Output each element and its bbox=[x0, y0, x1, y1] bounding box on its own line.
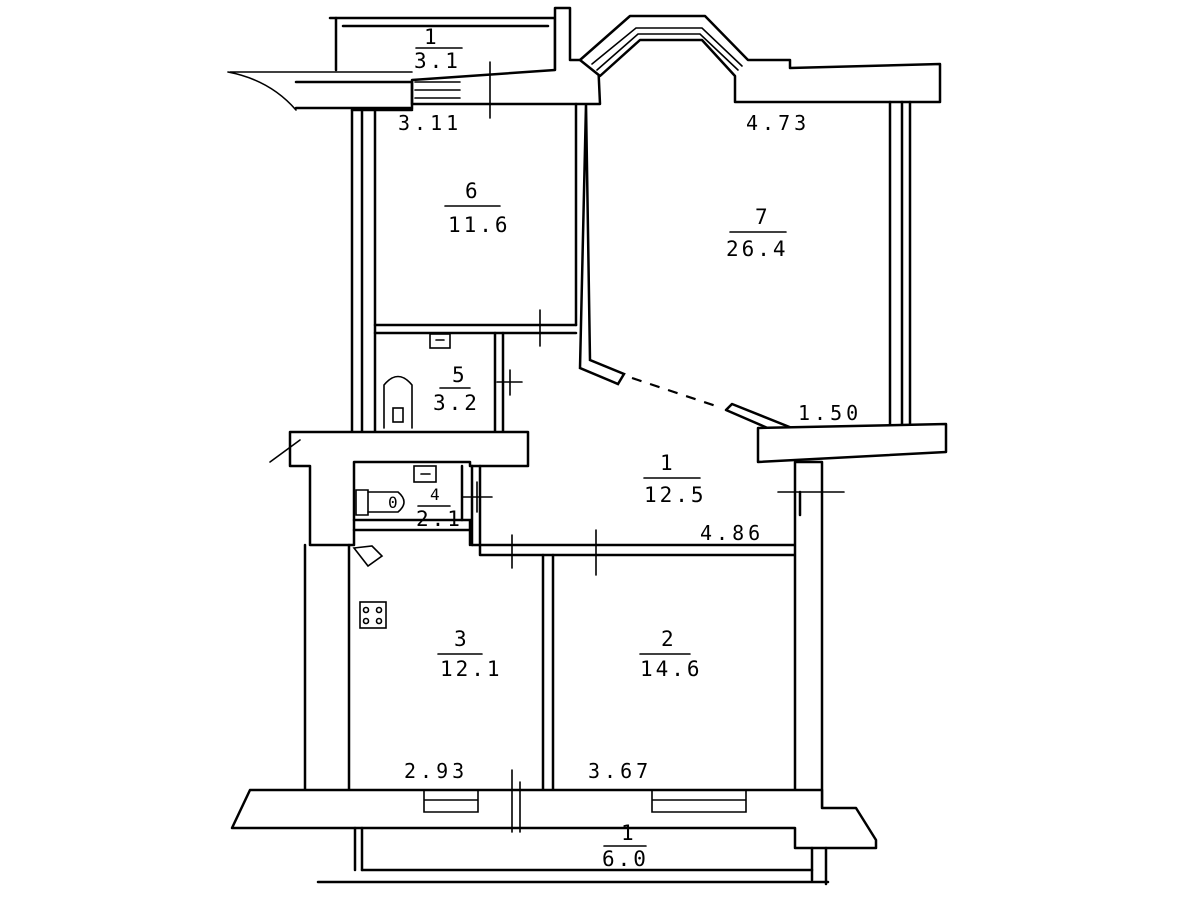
wall-6-5 bbox=[373, 323, 578, 335]
left-wall-upper bbox=[350, 108, 414, 434]
svg-text:0: 0 bbox=[388, 493, 399, 512]
dimension-3-67: 3.67 bbox=[588, 759, 652, 783]
wall-room-4 bbox=[352, 518, 472, 547]
label-balcony-bottom: 1 6.0 bbox=[602, 821, 649, 871]
svg-text:5: 5 bbox=[452, 363, 468, 387]
wall-3-2 bbox=[541, 553, 555, 792]
dimension-2-93: 2.93 bbox=[404, 759, 468, 783]
svg-text:12.1: 12.1 bbox=[440, 657, 503, 681]
dimension-1-50: 1.50 bbox=[798, 401, 862, 425]
top-balcony bbox=[227, 6, 602, 119]
svg-text:2: 2 bbox=[661, 627, 677, 651]
dimension-3-11: 3.11 bbox=[398, 111, 462, 135]
kitchen-sink-icon bbox=[352, 545, 384, 568]
wall-block-right bbox=[756, 422, 948, 464]
svg-text:1: 1 bbox=[660, 451, 676, 475]
svg-text:1: 1 bbox=[621, 821, 637, 845]
bathtub-icon bbox=[383, 375, 413, 429]
bay-window bbox=[578, 14, 942, 104]
svg-text:6.0: 6.0 bbox=[602, 847, 649, 871]
wall-room-1-bottom bbox=[470, 464, 797, 557]
dimension-4-73: 4.73 bbox=[746, 111, 810, 135]
label-room-7: 7 26.4 bbox=[726, 205, 789, 261]
label-room-5: 5 3.2 bbox=[433, 363, 480, 415]
label-balcony-top: 1 3.1 bbox=[414, 25, 463, 73]
svg-text:14.6: 14.6 bbox=[640, 657, 703, 681]
svg-text:3.1: 3.1 bbox=[414, 49, 461, 73]
svg-text:3: 3 bbox=[454, 627, 470, 651]
label-room-2: 2 14.6 bbox=[639, 627, 703, 681]
wall-6-7 bbox=[574, 102, 626, 386]
wall-bottom bbox=[230, 788, 878, 850]
svg-text:26.4: 26.4 bbox=[726, 237, 789, 261]
opening-dashed bbox=[631, 376, 723, 410]
svg-text:2.1: 2.1 bbox=[416, 507, 463, 531]
left-wall-lower bbox=[303, 543, 351, 792]
label-room-4: 4 2.1 bbox=[416, 485, 463, 531]
label-room-6: 6 11.6 bbox=[444, 179, 511, 237]
wall-block-left bbox=[288, 430, 530, 547]
svg-text:3.2: 3.2 bbox=[433, 391, 480, 415]
toilet-icon: 0 bbox=[355, 489, 405, 516]
svg-text:7: 7 bbox=[755, 205, 771, 229]
svg-text:4: 4 bbox=[430, 485, 441, 504]
sink-icon bbox=[429, 333, 451, 349]
right-wall-7 bbox=[888, 100, 912, 427]
label-room-1: 1 12.5 bbox=[643, 451, 707, 507]
label-room-3: 3 12.1 bbox=[437, 627, 503, 681]
svg-text:12.5: 12.5 bbox=[644, 483, 707, 507]
dimension-4-86: 4.86 bbox=[700, 521, 764, 545]
stove-icon bbox=[359, 601, 387, 629]
svg-text:6: 6 bbox=[465, 179, 481, 203]
bottom-balcony bbox=[316, 826, 830, 886]
svg-text:1: 1 bbox=[424, 25, 440, 49]
svg-text:11.6: 11.6 bbox=[448, 213, 511, 237]
sink-icon-room-4 bbox=[413, 465, 437, 483]
